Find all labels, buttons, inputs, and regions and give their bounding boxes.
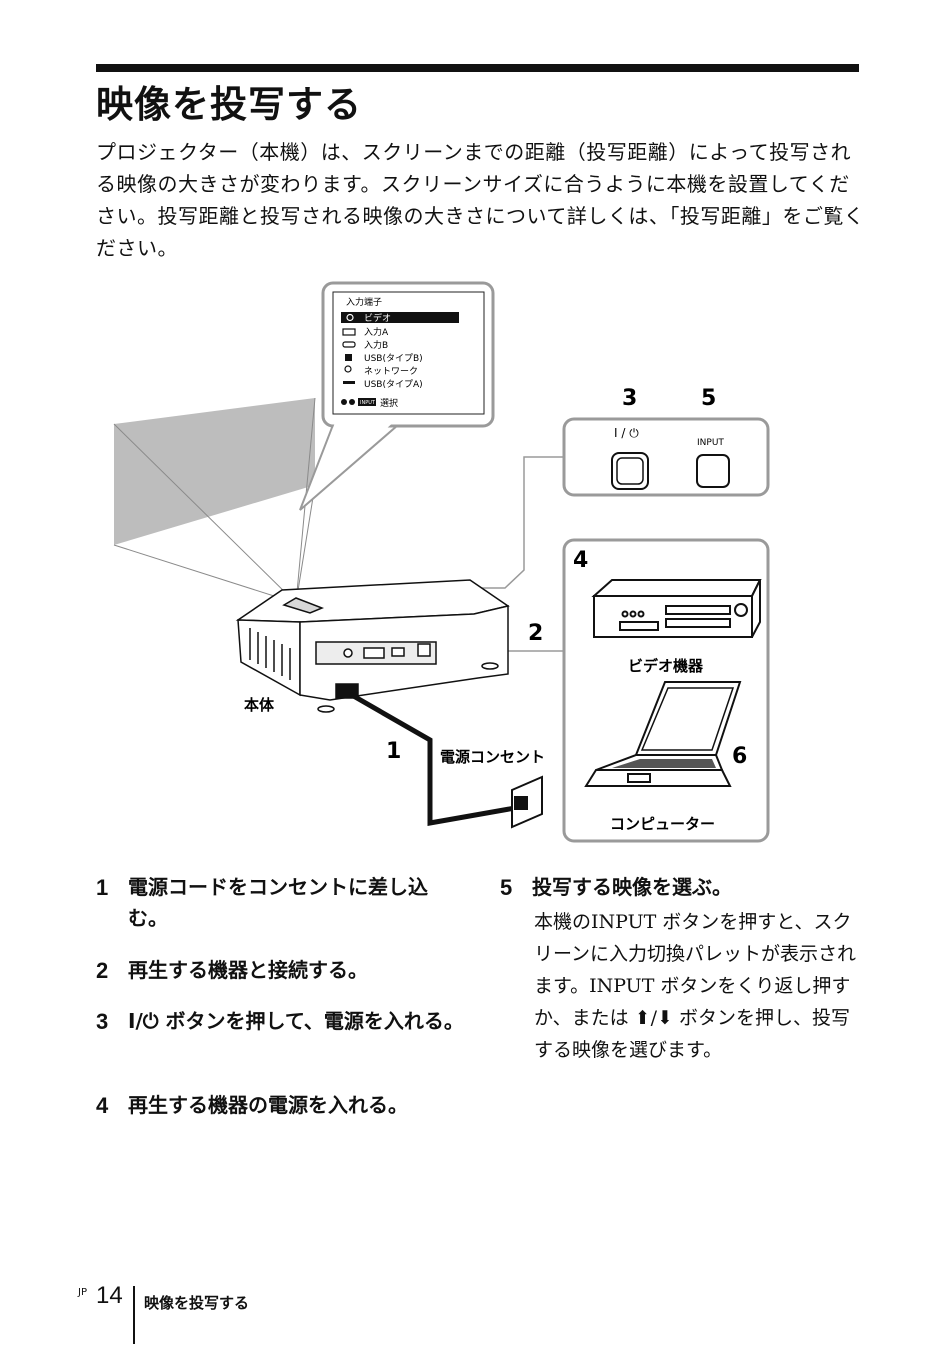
language-code: JP [78,1287,87,1298]
devices-box: 4 ビデオ機器 6 コンピューター [562,538,770,843]
power-button [611,452,649,490]
input-menu-callout: 入力端子 ビデオ 入力A 入力B USB(タイプB) ネットワーク USB(タイ… [299,281,495,511]
menu-item-input-a: 入力A [364,326,389,338]
power-label: I / ⏻ [614,426,639,440]
panel-callout-3: 3 [622,386,637,411]
step-number: 1 [96,875,109,900]
video-icon [346,313,354,322]
step-2: 2 再生する機器と接続する。 [96,955,466,986]
step-text: 再生する機器と接続する。 [128,958,368,982]
callout-2: 2 [528,621,543,646]
step-number: 2 [96,958,109,983]
network-icon [344,365,352,373]
input-b-icon [342,341,356,348]
devices-callout-6: 6 [732,744,747,769]
usb-b-icon [345,354,352,361]
computer-label: コンピューター [610,815,715,833]
step-3: 3 I/⏻ ボタンを押して、電源を入れる。 [96,1006,466,1037]
step-5-description: 本機のINPUT ボタンを押すと、スクリーンに入力切換パレットが表示されます。I… [534,911,857,1061]
callout-1: 1 [386,739,401,764]
menu-item-usb-b: USB(タイプB) [364,353,423,364]
page-number: 14 [96,1282,123,1309]
step-number: 4 [96,1093,109,1118]
step-number: 5 [500,875,513,900]
down-button-icon [349,399,355,405]
laptop-icon [584,681,742,787]
step-text: 投写する映像を選ぶ。 [532,875,732,899]
wall-outlet [511,775,543,829]
input-key-icon [358,398,376,406]
step-5: 5 投写する映像を選ぶ。 [500,872,870,903]
video-device-label: ビデオ機器 [628,657,704,675]
up-button-icon [341,399,347,405]
step-text: I/⏻ ボタンを押して、電源を入れる。 [128,1009,464,1033]
projector-unit [235,579,510,713]
connection-diagram: 入力端子 ビデオ 入力A 入力B USB(タイプB) ネットワーク USB(タイ… [113,281,770,843]
menu-hint-key: INPUT [360,400,376,406]
menu-hint-label: 選択 [380,397,398,409]
step-4: 4 再生する機器の電源を入れる。 [96,1090,466,1121]
step-1: 1 電源コードをコンセントに差し込む。 [96,872,466,934]
vcr-icon [591,579,762,638]
devices-callout-4: 4 [573,548,588,573]
input-label: INPUT [697,438,724,448]
input-button [696,454,730,488]
menu-item-highlight [341,312,459,323]
step-number: 3 [96,1009,109,1034]
power-cord [348,691,516,826]
input-a-icon [342,328,356,336]
intro-paragraph: プロジェクター（本機）は、スクリーンまでの距離（投写距離）によって投写される映像… [96,140,865,260]
panel-callout-5: 5 [701,386,716,411]
menu-item-input-b: 入力B [364,339,388,351]
step-text: 再生する機器の電源を入れる。 [128,1093,408,1117]
menu-item-video: ビデオ [364,312,391,324]
footer-divider [133,1286,135,1344]
menu-title: 入力端子 [346,296,382,308]
step-text: 電源コードをコンセントに差し込む。 [128,875,428,930]
control-panel: 3 5 I / ⏻ INPUT [562,386,770,497]
projector-label: 本体 [244,696,275,714]
footer-section-title: 映像を投写する [144,1294,250,1312]
menu-item-network: ネットワーク [364,366,418,377]
title-rule [96,64,859,72]
projection-screen [114,398,315,545]
usb-a-icon [343,381,355,384]
page-title: 映像を投写する [96,83,362,126]
outlet-label: 電源コンセント [440,748,545,766]
menu-item-usb-a: USB(タイプA) [364,379,423,390]
